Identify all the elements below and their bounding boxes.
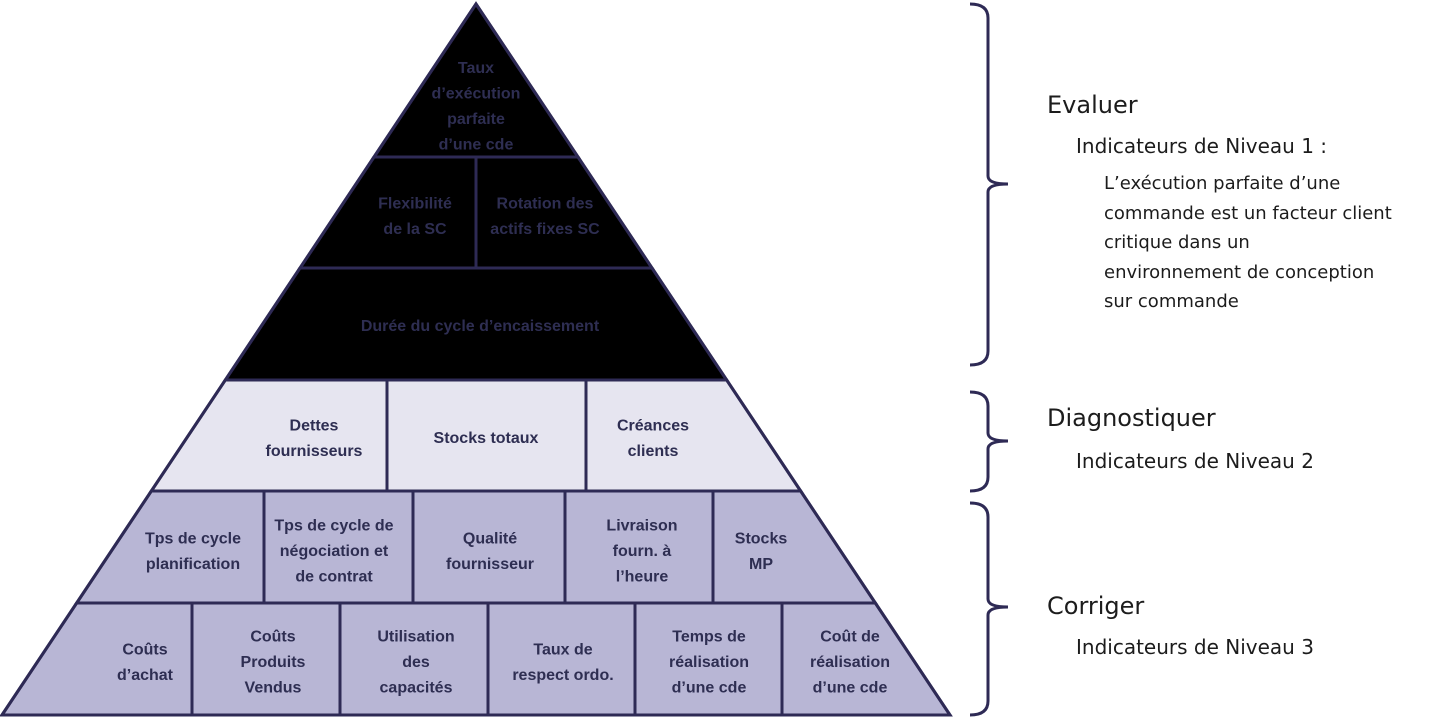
diagnostiquer-title: Diagnostiquer <box>1047 404 1216 432</box>
label-line: de la SC <box>383 221 447 238</box>
label-line: Stocks totaux <box>434 430 539 447</box>
label-tps-cycle-planification: Tps de cycle planification <box>145 530 241 573</box>
evaluer-description: L’exécution parfaite d’une commande est … <box>1104 169 1392 317</box>
pyramid-outline <box>0 1 953 717</box>
cell-taux-execution-parfaite <box>371 1 581 159</box>
label-line: Utilisation <box>377 629 454 646</box>
bracket-corriger <box>969 501 1009 717</box>
evaluer-title: Evaluer <box>1047 91 1138 119</box>
label-stocks-totaux: Stocks totaux <box>434 430 539 447</box>
bracket-diagnostiquer <box>969 390 1009 493</box>
label-line: Dettes <box>290 417 339 434</box>
evaluer-description-line: sur commande <box>1104 291 1239 312</box>
label-line: Livraison <box>606 518 677 535</box>
bracket-evaluer <box>969 2 1009 367</box>
cell-taux-respect-ordo <box>486 601 637 717</box>
label-line: respect ordo. <box>512 667 613 684</box>
label-line: capacités <box>380 680 453 697</box>
label-line: Temps de <box>672 629 746 646</box>
label-line: d’achat <box>117 667 174 684</box>
label-line: réalisation <box>810 654 890 671</box>
label-line: réalisation <box>669 654 749 671</box>
label-utilisation-capacites: Utilisation des capacités <box>377 629 454 697</box>
label-line: parfaite <box>447 111 505 128</box>
label-line: Coût de <box>820 629 880 646</box>
corriger-title: Corriger <box>1047 592 1145 620</box>
evaluer-description-line: commande est un facteur client <box>1104 202 1392 224</box>
cell-couts-achat <box>0 601 194 717</box>
diagnostiquer-subtitle: Indicateurs de Niveau 2 <box>1076 449 1314 473</box>
evaluer-description-line: environnement de conception <box>1104 261 1375 283</box>
label-line: l’heure <box>616 569 669 586</box>
label-line: de contrat <box>295 569 373 586</box>
label-line: d’une cde <box>813 680 888 697</box>
label-line: Vendus <box>245 680 302 697</box>
label-livraison-fourn-heure: Livraison fourn. à l’heure <box>606 518 677 586</box>
label-line: Taux de <box>533 641 592 658</box>
label-taux-execution-parfaite: Taux d’exécution parfaite d’une cde <box>432 60 521 154</box>
label-dettes-fournisseurs: Dettes fournisseurs <box>266 417 363 460</box>
label-line: Coûts <box>122 641 167 658</box>
cell-creances-clients <box>584 378 804 493</box>
label-line: MP <box>749 556 773 573</box>
evaluer-subtitle: Indicateurs de Niveau 1 : <box>1076 134 1328 158</box>
label-line: Stocks <box>735 530 788 547</box>
label-line: d’une cde <box>672 680 747 697</box>
label-line: planification <box>146 556 240 573</box>
label-line: Tps de cycle <box>145 530 241 547</box>
label-line: Tps de cycle de <box>274 518 393 535</box>
level-brackets <box>969 2 1009 717</box>
label-line: Coûts <box>250 629 295 646</box>
label-rotation-actifs-fixes: Rotation des actifs fixes SC <box>490 195 600 238</box>
label-line: des <box>402 654 430 671</box>
label-line: fournisseurs <box>266 443 363 460</box>
cell-flexibilite-sc <box>297 155 478 270</box>
label-line: Durée du cycle d’encaissement <box>361 318 600 335</box>
label-flexibilite-sc: Flexibilité de la SC <box>378 195 452 238</box>
label-line: fournisseur <box>446 556 534 573</box>
label-line: fourn. à <box>613 543 672 560</box>
label-cout-realisation-cde: Coût de réalisation d’une cde <box>810 629 890 697</box>
evaluer-description-line: critique dans un <box>1104 232 1250 253</box>
label-line: Qualité <box>463 530 517 547</box>
label-line: actifs fixes SC <box>490 221 600 238</box>
label-line: d’une cde <box>439 136 514 153</box>
label-taux-respect-ordo: Taux de respect ordo. <box>512 641 613 684</box>
pyramid-cells <box>0 1 953 717</box>
label-creances-clients: Créances clients <box>617 417 689 460</box>
label-line: Créances <box>617 417 689 434</box>
label-line: négociation et <box>280 543 389 560</box>
label-couts-achat: Coûts d’achat <box>117 641 174 684</box>
label-temps-realisation-cde: Temps de réalisation d’une cde <box>669 629 749 697</box>
label-line: Rotation des <box>497 195 594 212</box>
label-line: Flexibilité <box>378 195 452 212</box>
label-duree-cycle-encaissement: Durée du cycle d’encaissement <box>361 318 600 335</box>
corriger-subtitle: Indicateurs de Niveau 3 <box>1076 635 1314 659</box>
label-line: clients <box>628 443 679 460</box>
label-line: Taux <box>458 60 494 77</box>
label-tps-cycle-negociation: Tps de cycle de négociation et de contrat <box>274 518 393 586</box>
cell-rotation-actifs-fixes <box>474 155 655 270</box>
evaluer-description-line: L’exécution parfaite d’une <box>1104 173 1341 194</box>
label-line: d’exécution <box>432 85 521 102</box>
label-line: Produits <box>241 654 306 671</box>
label-qualite-fournisseur: Qualité fournisseur <box>446 530 534 573</box>
